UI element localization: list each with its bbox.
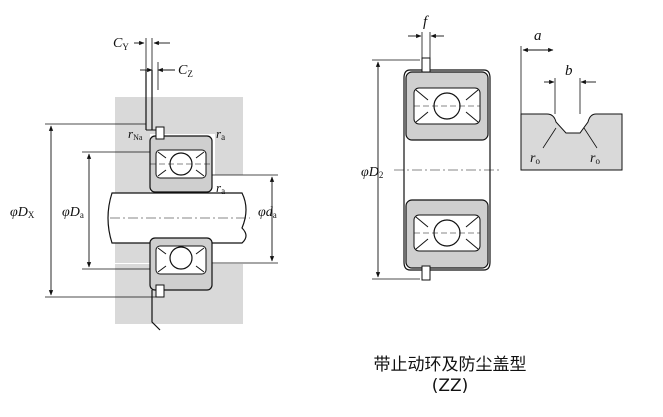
snap-ring-top — [155, 126, 165, 140]
bearing-lower-section — [149, 237, 213, 291]
shaft-shoulder-lower — [115, 243, 150, 263]
label-ra-top: ra — [216, 126, 225, 142]
snap-ring-upper — [421, 57, 431, 73]
label-b: b — [565, 63, 573, 79]
label-ra-mid: ra — [216, 180, 225, 196]
bearing-cross-section: f φD2 — [361, 14, 500, 281]
snap-ring-bottom — [155, 284, 165, 298]
label-ro-left: ro — [530, 151, 540, 166]
label-dx: φDX — [10, 205, 35, 220]
label-da-big: φDa — [62, 205, 84, 220]
housing-cover — [145, 70, 161, 331]
mounting-diagram: CY CZ rNa ra ra φDX φDa φda — [10, 36, 278, 331]
label-cy: CY — [113, 36, 129, 52]
shaft-shoulder-upper — [115, 175, 150, 195]
label-rna: rNa — [128, 126, 143, 142]
label-d2: φD2 — [361, 165, 383, 180]
label-ro-right: ro — [590, 151, 600, 166]
label-da-small: φda — [258, 205, 277, 220]
snap-ring-lower — [421, 265, 431, 281]
bearing-upper-section — [149, 135, 213, 193]
groove-detail-body — [520, 113, 623, 171]
label-cz: CZ — [178, 63, 193, 79]
label-a: a — [534, 28, 542, 44]
label-f: f — [423, 14, 429, 30]
caption-type: (ZZ) — [431, 376, 469, 396]
groove-detail: a b ro ro — [520, 28, 623, 171]
caption-title: 带止动环及防尘盖型 — [373, 355, 527, 375]
